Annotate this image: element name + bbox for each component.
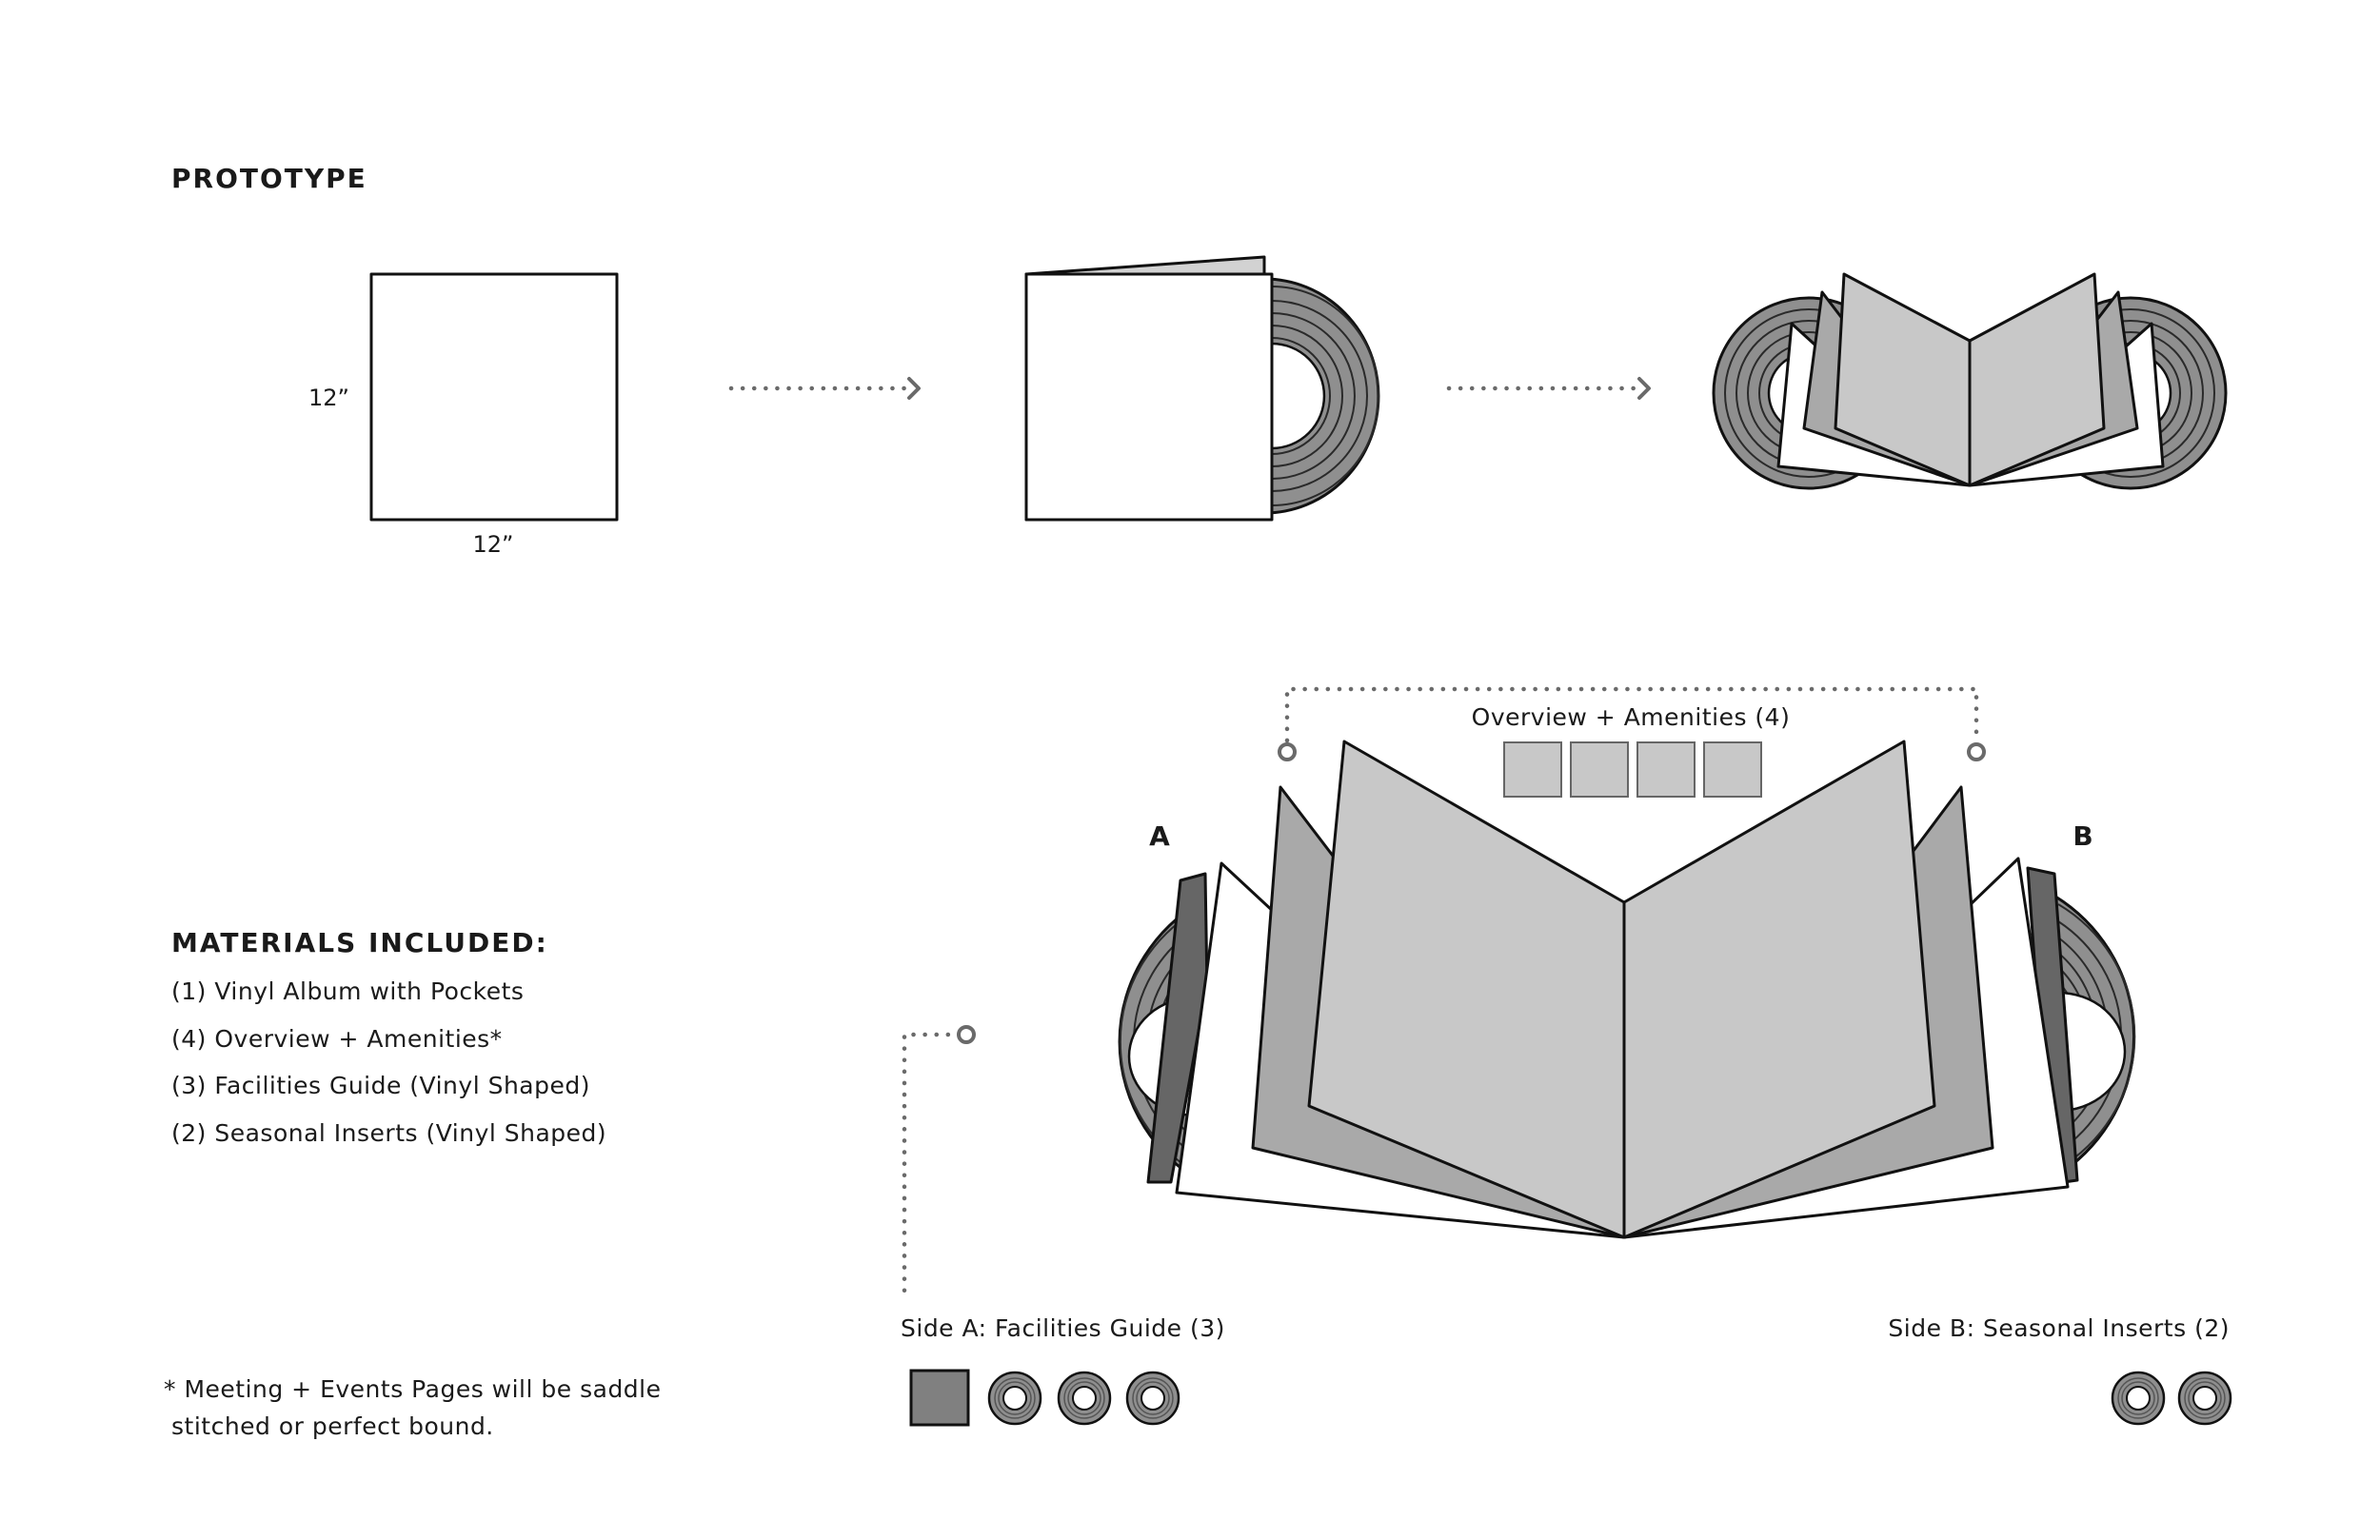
materials-item-overview-amenities: (4) Overview + Amenities* <box>171 1025 503 1053</box>
arrow-step-1-to-2 <box>728 377 921 400</box>
materials-item-vinyl-album: (1) Vinyl Album with Pockets <box>171 977 524 1005</box>
side-b-marker: B <box>2073 820 2092 852</box>
height-dimension-label: 12” <box>308 385 349 411</box>
side-a-disc-icon <box>1125 1371 1180 1426</box>
overview-page-thumb <box>1703 741 1762 798</box>
inner-page-right <box>1622 740 1936 1239</box>
exploded-album-diagram: Overview + Amenities (4) A B <box>901 686 2232 1427</box>
bracket-end-left-icon <box>1278 742 1297 761</box>
footnote-line-2: stitched or perfect bound. <box>171 1412 494 1440</box>
overview-page-thumb <box>1570 741 1629 798</box>
overview-page-thumbnails <box>1503 741 1762 798</box>
step-3-open-album <box>1712 272 2228 490</box>
side-a-pocket-swatch <box>909 1369 970 1427</box>
materials-list: MATERIALS INCLUDED: (1) Vinyl Album with… <box>171 927 606 1147</box>
overview-page-thumb <box>1503 741 1562 798</box>
step-1-flat-sleeve: 12” 12” <box>308 272 619 558</box>
side-a-callout-line <box>902 1032 962 1295</box>
materials-item-seasonal-inserts: (2) Seasonal Inserts (Vinyl Shaped) <box>171 1119 606 1147</box>
footnote: * Meeting + Events Pages will be saddle … <box>164 1375 662 1440</box>
side-b-disc-icon <box>2111 1371 2166 1426</box>
side-a-disc-icon <box>1057 1371 1112 1426</box>
side-a-disc-icon <box>987 1371 1042 1426</box>
side-a-marker: A <box>1149 820 1170 852</box>
step-2-album-with-record <box>1024 255 1380 522</box>
overview-page-thumb <box>1636 741 1696 798</box>
side-b-label: Side B: Seasonal Inserts (2) <box>1888 1314 2230 1342</box>
side-a-callout-end-icon <box>957 1025 976 1044</box>
page-title: PROTOTYPE <box>171 163 367 194</box>
footnote-line-1: * Meeting + Events Pages will be saddle <box>164 1375 662 1403</box>
materials-heading: MATERIALS INCLUDED: <box>171 927 548 958</box>
bracket-end-right-icon <box>1967 742 1986 761</box>
side-b-disc-icon <box>2177 1371 2232 1426</box>
materials-item-facilities-guide: (3) Facilities Guide (Vinyl Shaped) <box>171 1072 590 1099</box>
side-a-label: Side A: Facilities Guide (3) <box>901 1314 1225 1342</box>
overview-label: Overview + Amenities (4) <box>1472 703 1791 731</box>
width-dimension-label: 12” <box>473 531 514 558</box>
arrow-step-2-to-3 <box>1446 377 1651 400</box>
